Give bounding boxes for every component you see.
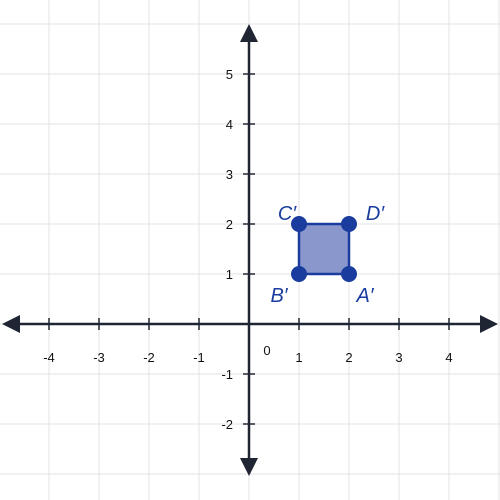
square-fill [297, 222, 351, 276]
vertex-label: D′ [366, 203, 385, 225]
x-tick-label: -3 [93, 350, 105, 365]
y-tick-label: -2 [221, 417, 233, 432]
x-tick-label: 3 [395, 350, 402, 365]
y-tick-label: 1 [226, 267, 233, 282]
axes [2, 24, 498, 476]
vertex-point [291, 216, 307, 232]
y-tick-label: -1 [221, 367, 233, 382]
tick-labels: 0 -4 -3 -2 -1 1 2 3 4 5 4 3 2 1 -1 -2 [43, 67, 452, 432]
x-tick-label: 4 [445, 350, 452, 365]
x-tick-label: 2 [345, 350, 352, 365]
square-shape [297, 222, 351, 276]
y-tick-label: 5 [226, 67, 233, 82]
origin-label: 0 [263, 343, 270, 358]
y-tick-label: 2 [226, 217, 233, 232]
vertices: A′ B′ C′ D′ [270, 203, 385, 307]
x-tick-label: -1 [193, 350, 205, 365]
x-tick-label: -4 [43, 350, 55, 365]
vertex-label: B′ [270, 285, 288, 307]
y-tick-label: 4 [226, 117, 233, 132]
y-axis-arrow-up [240, 24, 258, 42]
vertex-point [341, 216, 357, 232]
x-axis-arrow-left [2, 315, 20, 333]
vertex-label: C′ [278, 203, 297, 225]
tick-marks [48, 73, 450, 425]
vertex-label: A′ [355, 285, 374, 307]
vertex-point [291, 266, 307, 282]
x-tick-label: -2 [143, 350, 155, 365]
y-tick-label: 3 [226, 167, 233, 182]
x-axis-arrow-right [480, 315, 498, 333]
y-axis-arrow-down [240, 458, 258, 476]
vertex-point [341, 266, 357, 282]
x-tick-label: 1 [295, 350, 302, 365]
